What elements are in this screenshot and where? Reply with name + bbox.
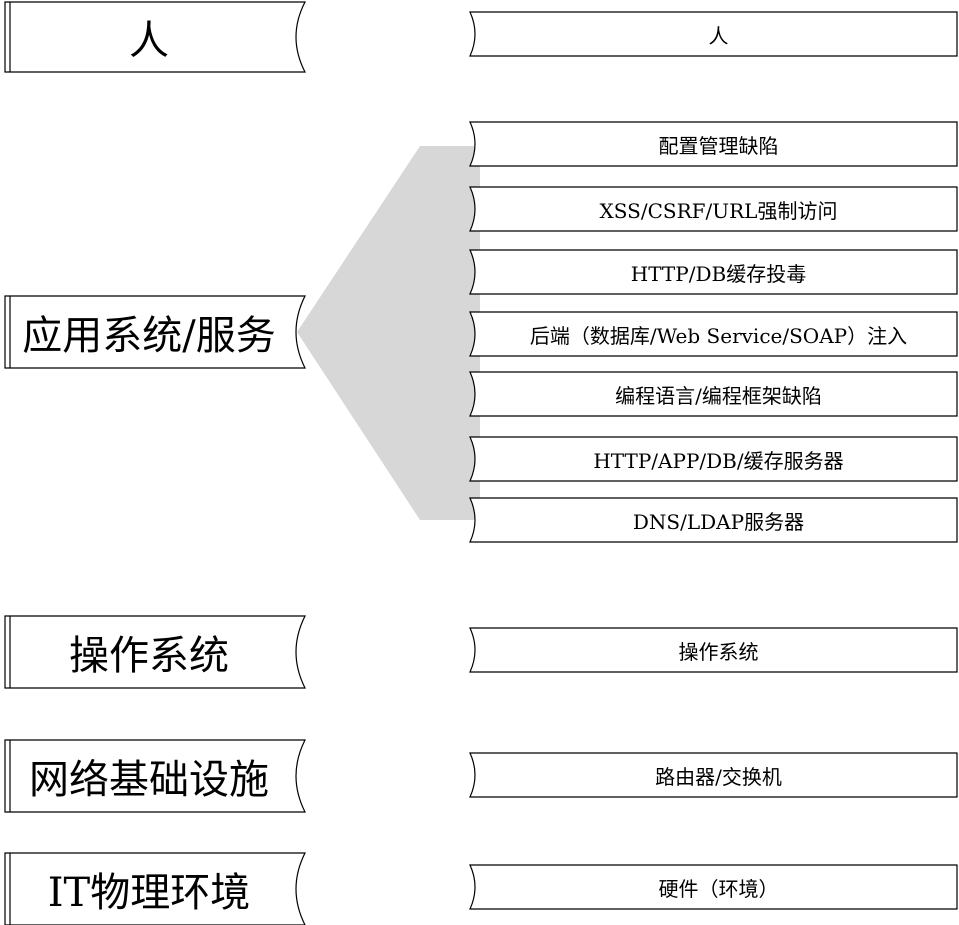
- item-label: 后端（数据库/Web Service/SOAP）注入: [529, 323, 908, 348]
- item-label: 人: [708, 23, 729, 48]
- item-label: HTTP/APP/DB/缓存服务器: [593, 448, 844, 473]
- item-label: 路由器/交换机: [655, 764, 782, 789]
- layer-label: 应用系统/服务: [22, 313, 276, 359]
- item-label: 编程语言/编程框架缺陷: [615, 383, 822, 408]
- item-box: [469, 311, 958, 357]
- item-box: [469, 121, 958, 167]
- layer-label: 人: [129, 18, 169, 64]
- layer-label: IT物理环境: [47, 870, 251, 916]
- item-box: [469, 436, 958, 482]
- layer-label: 网络基础设施: [29, 757, 269, 803]
- item-box: [469, 11, 958, 57]
- item-label: 配置管理缺陷: [658, 133, 779, 158]
- item-label: 操作系统: [678, 639, 759, 664]
- item-label: DNS/LDAP服务器: [632, 509, 805, 534]
- item-box: [469, 186, 958, 232]
- layer-box: [4, 1, 306, 73]
- layer-box: [4, 295, 306, 369]
- item-box: [469, 864, 958, 910]
- layer-box: [4, 739, 306, 813]
- layer-label: 操作系统: [69, 633, 229, 679]
- item-box: [469, 497, 958, 543]
- layer-box: [4, 615, 306, 689]
- item-box: [469, 371, 958, 417]
- connector-wedge: [297, 146, 480, 520]
- item-label: 硬件（环境）: [658, 876, 779, 901]
- item-box: [469, 627, 958, 673]
- item-box: [469, 752, 958, 798]
- item-label: HTTP/DB缓存投毒: [630, 261, 807, 286]
- item-label: XSS/CSRF/URL强制访问: [599, 198, 838, 223]
- item-box: [469, 249, 958, 295]
